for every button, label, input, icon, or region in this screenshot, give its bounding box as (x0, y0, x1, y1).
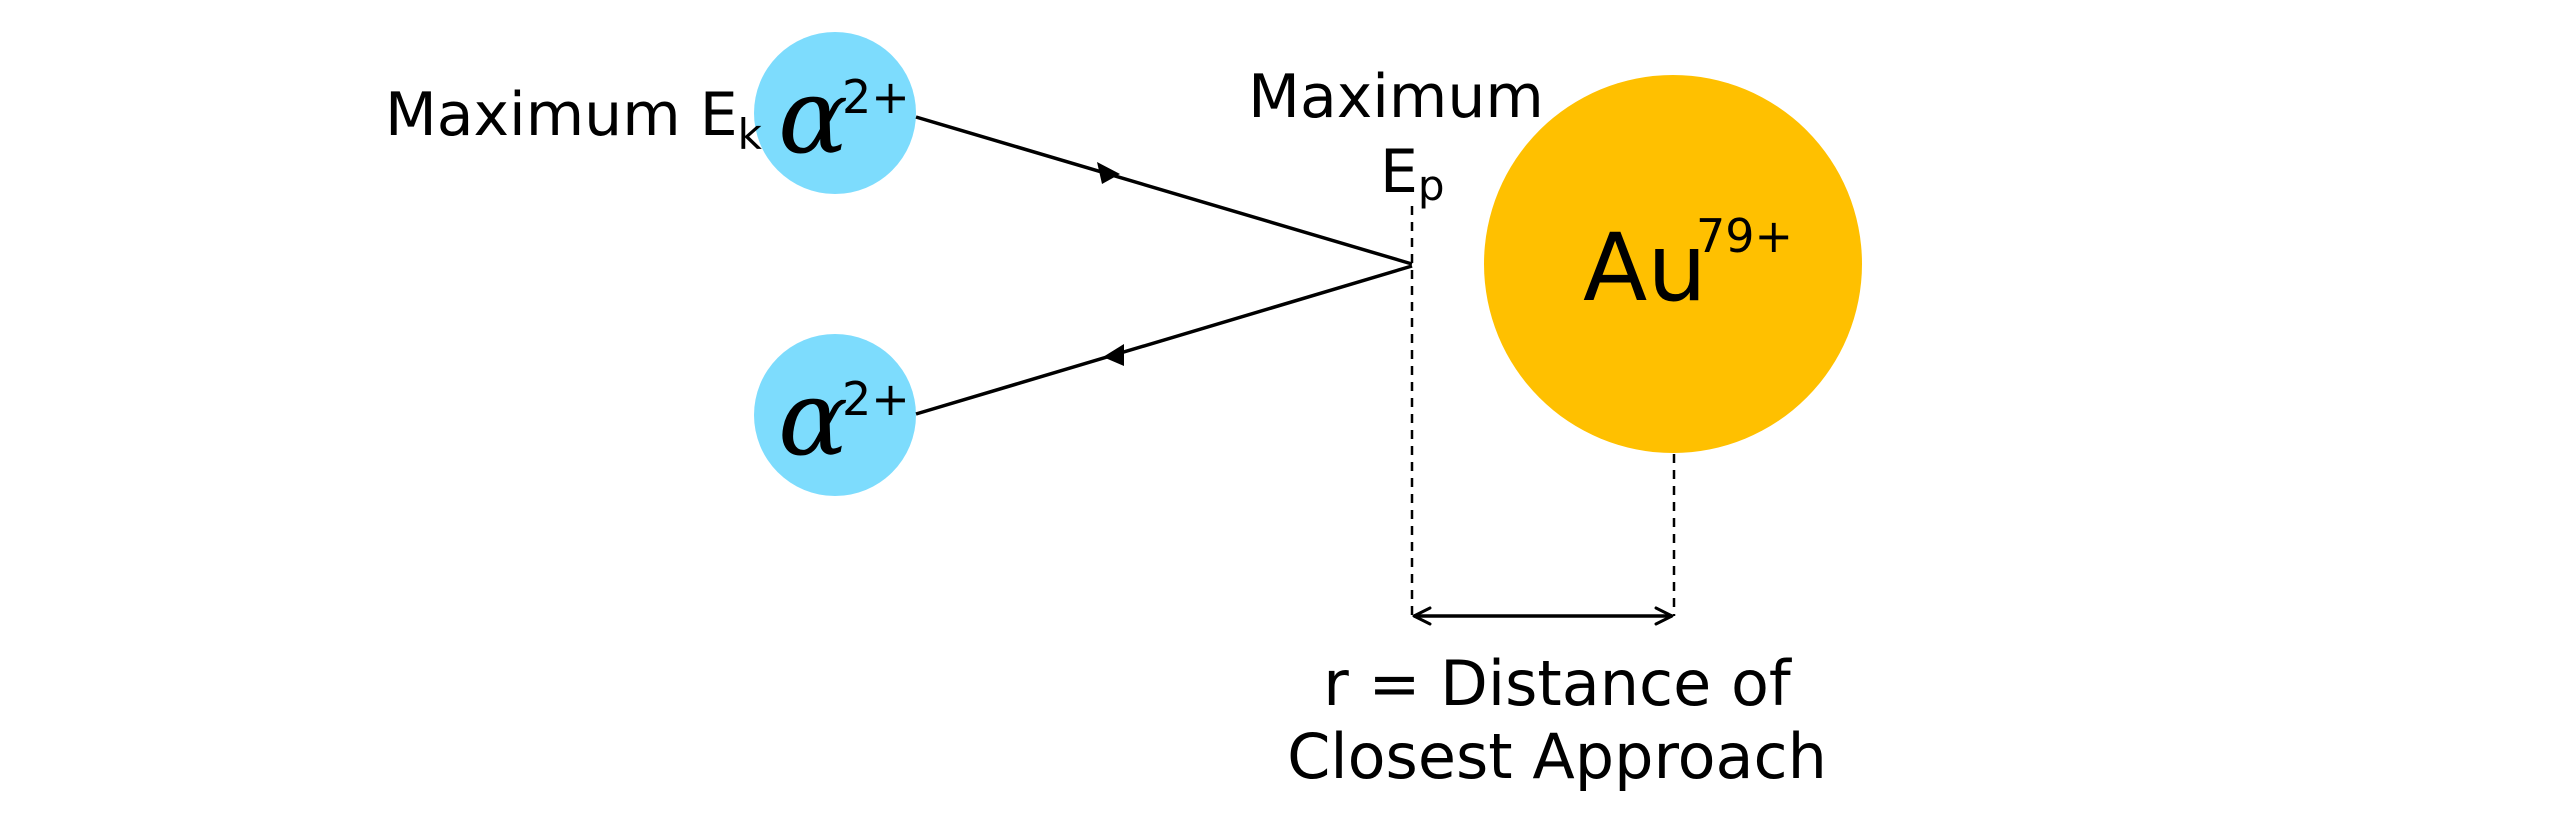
distance-of-closest-approach-label: r = Distance of Closest Approach (1287, 647, 1827, 793)
gold-nucleus-circle (1484, 75, 1862, 453)
max-potential-energy-label: Maximum Ep (1248, 62, 1544, 210)
gold-nucleus: Au 79+ (1484, 75, 1862, 453)
outgoing-path-line (915, 264, 1413, 416)
distance-label-line2: Closest Approach (1287, 720, 1827, 793)
distance-label-line1: r = Distance of (1323, 647, 1793, 720)
nucleus-symbol: Au (1583, 214, 1707, 323)
svg-text:Maximum Ek: Maximum Ek (385, 80, 763, 159)
alpha-outgoing-circle (754, 334, 916, 496)
max-ep-main-text: E (1380, 137, 1418, 207)
svg-text:Ep: Ep (1380, 137, 1445, 210)
alpha-incoming-charge: 2+ (842, 70, 910, 124)
alpha-particle-incoming: α 2+ (754, 32, 916, 194)
alpha-outgoing-charge: 2+ (842, 372, 910, 426)
incoming-direction-arrow-icon (1097, 162, 1120, 184)
incoming-path-line (915, 115, 1413, 266)
alpha-incoming-circle (754, 32, 916, 194)
nucleus-charge: 79+ (1696, 209, 1793, 263)
max-ek-subscript: k (738, 110, 763, 159)
alpha-incoming-symbol: α (778, 55, 848, 177)
max-kinetic-energy-label: Maximum Ek (385, 80, 763, 159)
alpha-particle-outgoing: α 2+ (754, 334, 916, 496)
max-ek-main-text: Maximum E (385, 80, 738, 150)
max-ep-line1: Maximum (1248, 62, 1544, 132)
max-ep-subscript: p (1418, 161, 1445, 210)
outgoing-direction-arrow-icon (1103, 344, 1124, 366)
alpha-outgoing-symbol: α (778, 357, 848, 479)
